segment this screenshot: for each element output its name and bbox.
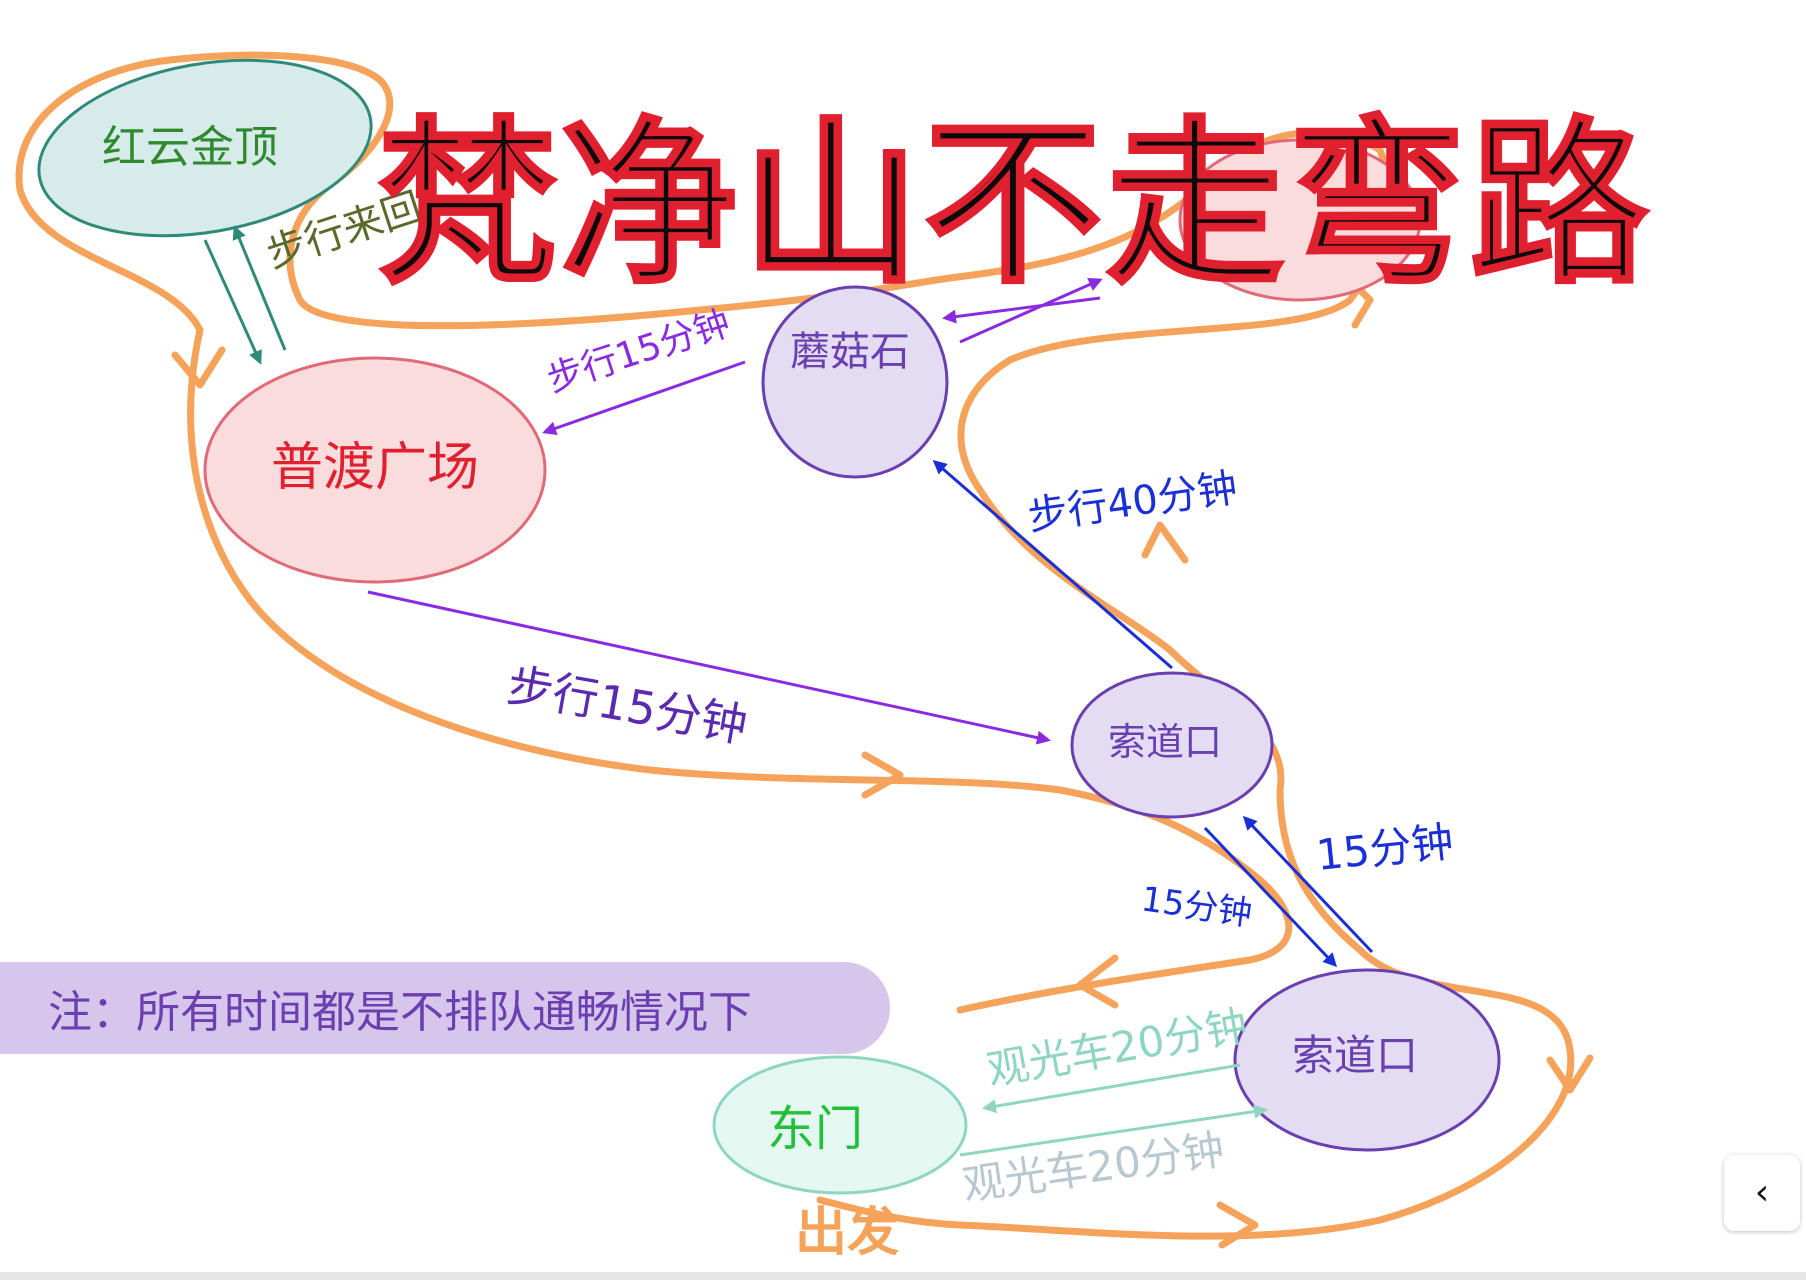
page-title: 梵净山不走弯路 [377,101,1652,308]
start-label: 出发 [795,1203,899,1263]
node-suodao-lower-label: 索道口 [1292,1031,1418,1080]
edge-dongmen-suodao: 观光车20分钟 [960,1104,1268,1210]
chevron-left-icon: ‹ [1754,1172,1770,1213]
node-mogu-label: 蘑菇石 [790,329,910,375]
node-pudu: 普渡广场 [203,356,547,584]
bottom-bar [0,1272,1806,1280]
edge-suodao-mogu-label: 步行40分钟 [1025,465,1240,540]
node-hongyun-label: 红云金顶 [102,122,278,173]
edge-dongmen-suodao-label: 观光车20分钟 [960,1125,1228,1210]
node-suodao-upper: 索道口 [1070,671,1274,819]
node-suodao-lower: 索道口 [1233,968,1501,1152]
node-dongmen: 东门 [712,1055,968,1195]
node-hidden-top [1178,138,1422,302]
edge-suodao-down-label: 15分钟 [1139,879,1255,934]
node-dongmen-label: 东门 [767,1101,863,1157]
note-banner: 注：所有时间都是不排队通畅情况下 [0,962,890,1054]
edge-suodao-up-label: 15分钟 [1314,817,1456,880]
node-mogu: 蘑菇石 [761,285,949,479]
collapse-button[interactable]: ‹ [1724,1155,1800,1231]
node-pudu-label: 普渡广场 [271,438,479,498]
edge-suodao-up: 15分钟 [1242,815,1456,954]
node-suodao-upper-label: 索道口 [1108,720,1222,764]
node-hongyun: 红云金顶 [37,58,373,238]
edge-suodao-dongmen: 观光车20分钟 [982,1001,1251,1114]
edge-suodao-dongmen-label: 观光车20分钟 [983,1001,1251,1095]
edge-mogu-top [942,278,1103,344]
edge-pudu-suodao-label: 步行15分钟 [503,658,751,753]
edge-suodao-down: 15分钟 [1139,826,1338,968]
